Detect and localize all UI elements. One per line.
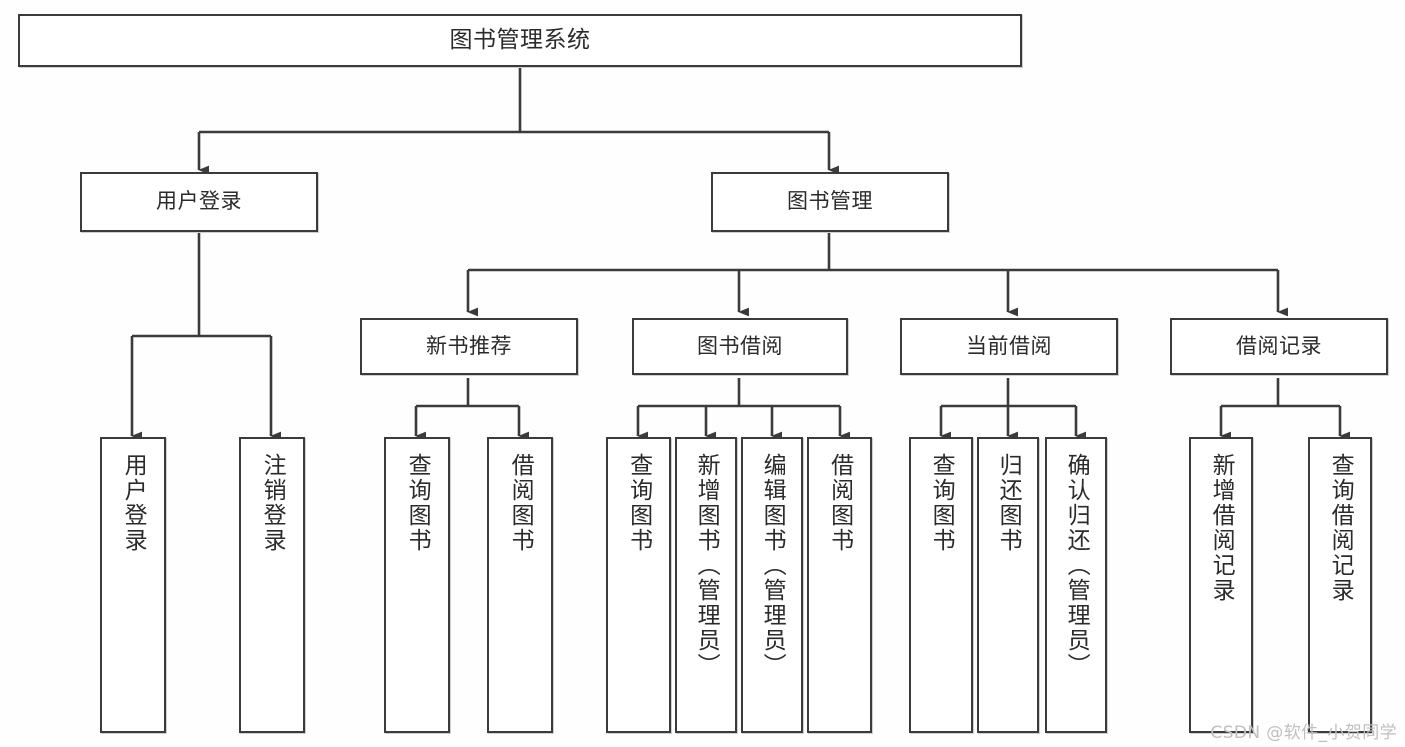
node-new-book-rec[interactable]: 新书推荐 (360, 318, 578, 375)
node-leaf-query-book-1[interactable]: 查询图书 (384, 437, 450, 733)
node-leaf-logout[interactable]: 注销登录 (239, 437, 305, 733)
node-leaf-borrow-book-2-label: 借阅图书 (826, 453, 853, 553)
node-leaf-query-record-label: 查询借阅记录 (1327, 453, 1354, 603)
node-leaf-add-record[interactable]: 新增借阅记录 (1189, 437, 1253, 733)
node-user-login[interactable]: 用户登录 (80, 172, 318, 232)
node-leaf-user-login-label: 用户登录 (120, 453, 147, 553)
node-leaf-user-login[interactable]: 用户登录 (100, 437, 166, 733)
node-leaf-query-book-3-label: 查询图书 (928, 453, 955, 553)
node-borrow-record-label: 借阅记录 (1236, 333, 1322, 358)
node-leaf-query-book-2[interactable]: 查询图书 (606, 437, 671, 733)
node-leaf-add-record-label: 新增借阅记录 (1208, 453, 1235, 603)
node-borrow-record[interactable]: 借阅记录 (1170, 318, 1388, 375)
node-leaf-query-book-1-label: 查询图书 (404, 453, 431, 553)
node-book-manage[interactable]: 图书管理 (711, 172, 949, 232)
node-leaf-edit-book[interactable]: 编辑图书（管理员） (741, 437, 803, 733)
node-user-login-label: 用户登录 (156, 189, 242, 214)
node-current-borrow-label: 当前借阅 (966, 333, 1052, 358)
node-leaf-borrow-book-2[interactable]: 借阅图书 (807, 437, 872, 733)
csdn-watermark: CSDN @软件_小贺同学 (1210, 723, 1397, 743)
node-root-label: 图书管理系统 (449, 26, 591, 53)
node-root[interactable]: 图书管理系统 (18, 14, 1022, 67)
node-leaf-add-book[interactable]: 新增图书（管理员） (675, 437, 737, 733)
node-leaf-query-record[interactable]: 查询借阅记录 (1308, 437, 1372, 733)
node-leaf-logout-label: 注销登录 (259, 453, 286, 553)
node-book-borrow[interactable]: 图书借阅 (632, 318, 848, 375)
node-leaf-query-book-3[interactable]: 查询图书 (909, 437, 973, 733)
node-leaf-confirm-return[interactable]: 确认归还（管理员） (1045, 437, 1107, 733)
node-leaf-confirm-return-label: 确认归还（管理员） (1063, 453, 1090, 678)
node-leaf-add-book-label: 新增图书（管理员） (693, 453, 720, 678)
node-new-book-rec-label: 新书推荐 (426, 333, 512, 358)
node-leaf-edit-book-label: 编辑图书（管理员） (759, 453, 786, 678)
node-leaf-return-book-label: 归还图书 (995, 453, 1022, 553)
node-book-manage-label: 图书管理 (787, 189, 873, 214)
node-current-borrow[interactable]: 当前借阅 (900, 318, 1118, 375)
node-leaf-borrow-book-1[interactable]: 借阅图书 (487, 437, 553, 733)
node-book-borrow-label: 图书借阅 (697, 333, 783, 358)
node-leaf-return-book[interactable]: 归还图书 (977, 437, 1039, 733)
node-leaf-borrow-book-1-label: 借阅图书 (507, 453, 534, 553)
node-leaf-query-book-2-label: 查询图书 (625, 453, 652, 553)
